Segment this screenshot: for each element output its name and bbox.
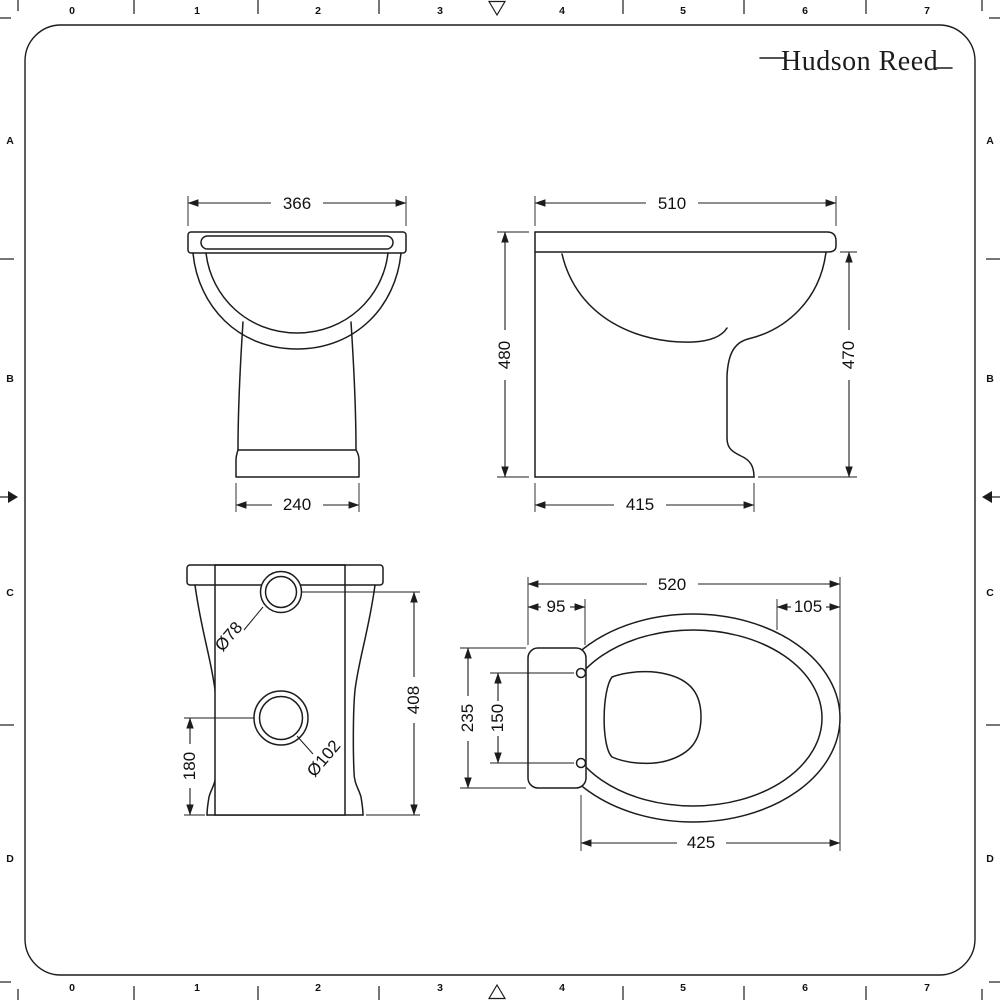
ruler-left-a: A xyxy=(6,135,14,147)
dim-front-width-base: 240 xyxy=(235,483,360,514)
inlet-hole-inner xyxy=(264,575,298,609)
hinge-hole-top xyxy=(575,667,587,679)
dim-side-height-front: 470 xyxy=(758,251,858,478)
dim-seat-front-offset: 105 xyxy=(776,597,841,630)
dim-text-95: 95 xyxy=(547,597,566,616)
dim-front-width-top: 366 xyxy=(187,194,407,226)
dim-text-425: 425 xyxy=(687,833,715,852)
pan-profile xyxy=(726,251,827,478)
body-right-edge xyxy=(352,584,376,816)
bowl-outer-front xyxy=(192,252,402,350)
ruler-bottom-0: 0 xyxy=(69,982,75,994)
front-view: 366 240 xyxy=(187,194,407,514)
pedestal-left-edge xyxy=(237,321,244,451)
dim-side-height-overall: 480 xyxy=(495,231,529,478)
dim-rear-inlet-height: 408 xyxy=(302,591,423,816)
ruler-top-4: 4 xyxy=(559,5,565,17)
ruler-bottom-3: 3 xyxy=(437,982,443,994)
ruler-right-d: D xyxy=(986,853,994,865)
dim-side-depth-top: 510 xyxy=(534,194,837,226)
brand-logo: Hudson Reed xyxy=(759,46,953,77)
ruler-top-1: 1 xyxy=(194,5,200,17)
center-mark-right xyxy=(982,491,1000,503)
ruler-bottom-5: 5 xyxy=(680,982,686,994)
outlet-hole-inner xyxy=(258,695,304,741)
seat-plan-view: 520 95 105 235 150 xyxy=(458,575,841,852)
dim-text-480: 480 xyxy=(495,341,514,369)
hinge-hole-bottom xyxy=(575,757,587,769)
ruler-left-c: C xyxy=(6,587,14,599)
bowl-opening xyxy=(603,670,702,765)
ruler-right-c: C xyxy=(986,587,994,599)
side-view: 510 480 470 415 xyxy=(495,194,858,514)
ruler-bottom-4: 4 xyxy=(559,982,565,994)
dim-text-510: 510 xyxy=(658,194,686,213)
ruler-top-5: 5 xyxy=(680,5,686,17)
border-rect xyxy=(24,24,976,976)
dim-side-depth-base: 415 xyxy=(534,483,755,514)
dim-seat-depth-overall: 520 xyxy=(527,575,841,710)
ruler-top-0: 0 xyxy=(69,5,75,17)
ruler-right-a: A xyxy=(986,135,994,147)
dim-seat-fixing-span: 235 xyxy=(458,647,526,789)
ruler-bottom-6: 6 xyxy=(802,982,808,994)
ruler-bottom-2: 2 xyxy=(315,982,321,994)
dim-text-150: 150 xyxy=(488,704,507,732)
dim-text-408: 408 xyxy=(404,686,423,714)
ruler-left-d: D xyxy=(6,853,14,865)
dim-text-520: 520 xyxy=(658,575,686,594)
ruler-right-b: B xyxy=(986,373,994,385)
outlet-hole-outer xyxy=(253,690,309,746)
brand-name: Hudson Reed xyxy=(781,46,938,77)
seat-rim-front xyxy=(187,231,407,254)
bowl-inner-front xyxy=(205,252,389,334)
dim-text-105: 105 xyxy=(794,597,822,616)
dim-seat-depth: 425 xyxy=(580,726,841,852)
seat-profile xyxy=(534,231,837,253)
dim-text-470: 470 xyxy=(839,341,858,369)
pedestal-right-edge xyxy=(350,321,357,451)
dim-text-240: 240 xyxy=(283,495,311,514)
center-mark-left xyxy=(0,491,18,503)
ruler-top-3: 3 xyxy=(437,5,443,17)
ruler-top-7: 7 xyxy=(924,5,930,17)
dim-seat-hinge-offset: 95 xyxy=(527,597,586,645)
ruler-left-b: B xyxy=(6,373,14,385)
ruler-top-2: 2 xyxy=(315,5,321,17)
inlet-hole-outer xyxy=(259,570,303,614)
ruler-bottom-7: 7 xyxy=(924,982,930,994)
seat-outer-ring xyxy=(545,613,841,823)
ruler-top-6: 6 xyxy=(802,5,808,17)
dim-text-415: 415 xyxy=(626,495,654,514)
bowl-inner-profile xyxy=(561,253,728,343)
dim-text-235: 235 xyxy=(458,704,477,732)
base-plinth-front xyxy=(235,449,360,478)
rear-view: Ø78 Ø102 180 408 xyxy=(180,564,423,816)
center-mark-top xyxy=(487,0,507,17)
dim-seat-hole-spacing: 150 xyxy=(488,672,574,764)
dim-text-180: 180 xyxy=(180,752,199,780)
hinge-plate xyxy=(527,647,587,789)
seat-lid-outline xyxy=(200,235,394,250)
dim-text-366: 366 xyxy=(283,194,311,213)
ruler-bottom-1: 1 xyxy=(194,982,200,994)
dim-rear-outlet-height: 180 xyxy=(180,717,254,816)
center-mark-bottom xyxy=(487,983,507,1000)
